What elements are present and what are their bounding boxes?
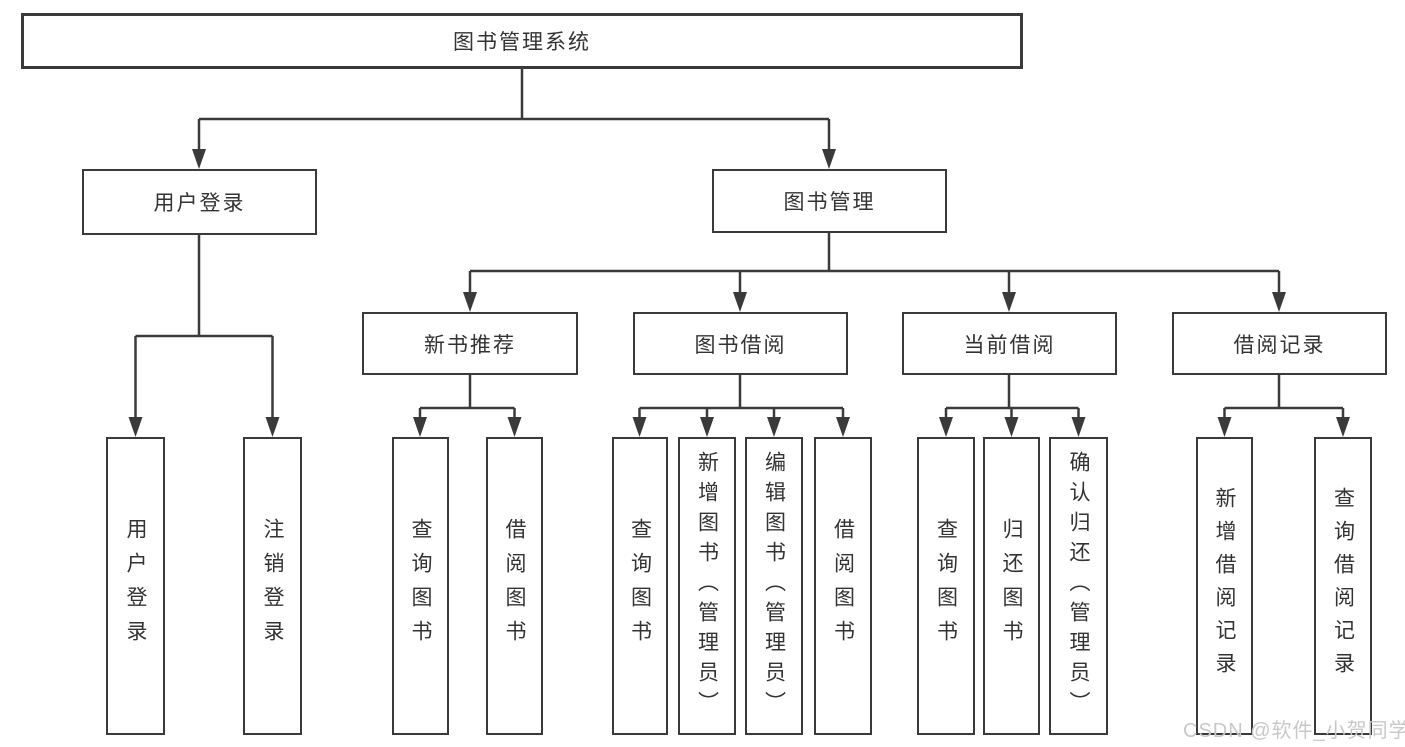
csdn-watermark: CSDN @软件_小贺同学 xyxy=(1183,720,1405,742)
leaf-label: 新增借阅记录 xyxy=(1213,487,1236,685)
connector-book-mgmt-to-level3 xyxy=(468,233,1281,294)
leaf-label: 归还图书 xyxy=(1000,518,1023,654)
leaf-label: 编辑图书（管理员） xyxy=(762,451,786,721)
node-new-book-recommendation: 新书推荐 xyxy=(362,312,578,375)
leaf-label: 查询借阅记录 xyxy=(1331,487,1355,685)
leaf-label: 借阅图书 xyxy=(503,518,526,654)
leaf-query-books-3: 查询图书 xyxy=(917,437,975,735)
leaf-edit-books-admin: 编辑图书（管理员） xyxy=(745,437,803,735)
leaf-user-login: 用户登录 xyxy=(106,437,165,735)
leaf-query-books-2: 查询图书 xyxy=(612,437,668,735)
node-borrowing-records: 借阅记录 xyxy=(1172,312,1387,375)
arrowheads xyxy=(128,149,1350,437)
node-book-borrowing: 图书借阅 xyxy=(633,312,848,375)
connector-user-login-to-leaves xyxy=(134,235,274,419)
leaf-label: 查询图书 xyxy=(628,518,652,654)
leaf-logout: 注销登录 xyxy=(243,437,302,735)
node-user-login: 用户登录 xyxy=(82,169,317,235)
leaf-add-borrow-record: 新增借阅记录 xyxy=(1196,437,1253,735)
node-book-management: 图书管理 xyxy=(712,169,947,233)
leaf-label: 借阅图书 xyxy=(831,518,855,654)
node-library-management-system: 图书管理系统 xyxy=(21,13,1023,69)
leaf-label: 确认归还（管理员） xyxy=(1067,451,1090,721)
leaf-label: 查询图书 xyxy=(934,518,958,654)
node-current-borrowing: 当前借阅 xyxy=(902,312,1117,375)
connector-new-book-to-leaves xyxy=(418,375,516,419)
connector-current-borrow-to-leaves xyxy=(944,375,1080,419)
leaf-borrow-books-2: 借阅图书 xyxy=(814,437,872,735)
leaf-label: 注销登录 xyxy=(261,518,284,654)
leaf-label: 用户登录 xyxy=(124,518,147,654)
leaf-return-books: 归还图书 xyxy=(983,437,1040,735)
leaf-confirm-return-admin: 确认归还（管理员） xyxy=(1049,437,1108,735)
leaf-label: 查询图书 xyxy=(409,518,432,654)
leaf-add-books-admin: 新增图书（管理员） xyxy=(678,437,736,735)
leaf-query-books-1: 查询图书 xyxy=(392,437,449,735)
leaf-query-borrow-record: 查询借阅记录 xyxy=(1314,437,1372,735)
connector-root-to-level2 xyxy=(197,69,831,151)
connector-borrow-records-to-leaves xyxy=(1223,375,1345,419)
leaf-borrow-books-1: 借阅图书 xyxy=(486,437,543,735)
leaf-label: 新增图书（管理员） xyxy=(695,451,719,721)
connector-book-borrow-to-leaves xyxy=(638,375,845,419)
